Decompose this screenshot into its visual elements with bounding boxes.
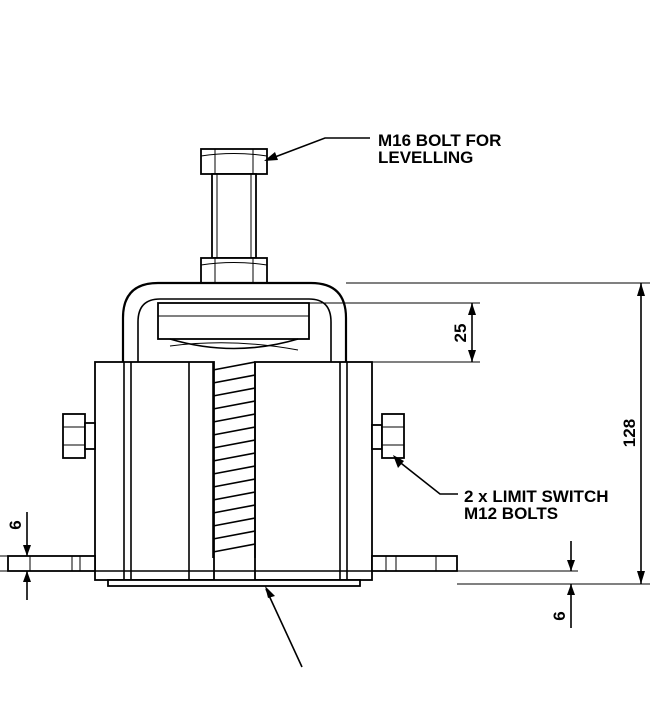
levelling-bolt <box>200 148 268 284</box>
bolt-lock-nut <box>200 257 268 284</box>
dim-height-label: 128 <box>620 419 639 447</box>
dim-plate-left-label: 6 <box>6 520 25 529</box>
right-housing-block <box>254 361 373 581</box>
switch-callout-line1: 2 x LIMIT SWITCH <box>464 487 609 506</box>
bolt-callout-line2: LEVELLING <box>378 148 473 167</box>
switch-callout-line2: M12 BOLTS <box>464 504 558 523</box>
left-housing-block <box>94 361 215 581</box>
bolt-shank <box>211 173 257 259</box>
spring <box>212 361 256 558</box>
left-limit-switch-bolt <box>62 413 96 459</box>
top-pad <box>157 302 310 351</box>
bolt-callout-line1: M16 BOLT FOR <box>378 131 501 150</box>
bolt-top-nut <box>200 148 268 175</box>
base-pad <box>107 579 361 587</box>
dim-plate-right-label: 6 <box>550 611 569 620</box>
housing <box>94 361 373 581</box>
base-plate <box>7 555 458 587</box>
right-limit-switch-bolt <box>371 413 405 459</box>
dimension-lines <box>0 282 650 628</box>
leaders <box>264 137 458 668</box>
dim-gap-label: 25 <box>451 324 470 343</box>
u-bracket <box>121 281 348 362</box>
